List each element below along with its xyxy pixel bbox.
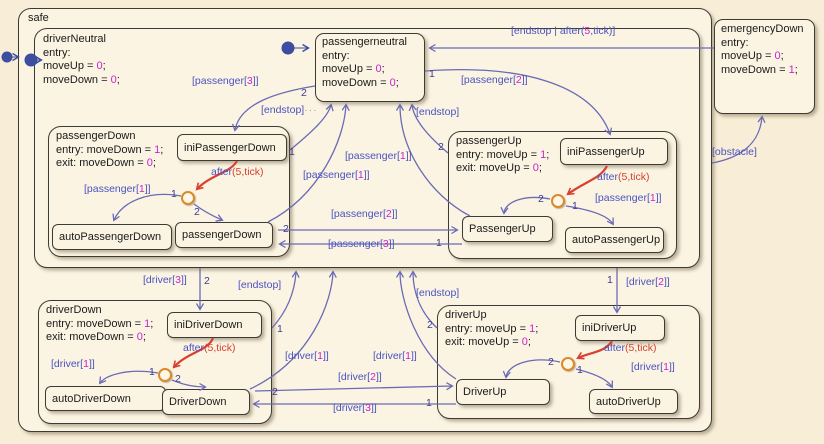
state-iniPassengerUp-title: iniPassengerUp (567, 145, 645, 158)
state-DriverDown[interactable]: DriverDown (162, 389, 250, 415)
state-driverDown-body: entry: moveDown = 1;exit: moveDown = 0; (46, 317, 154, 344)
state-emergencyDown-title: emergencyDown (721, 23, 804, 35)
state-autoDriverUp[interactable]: autoDriverUp (589, 389, 678, 414)
state-iniDriverDown-title: iniDriverDown (174, 319, 243, 331)
state-passengerDown-body: entry: moveDown = 1;exit: moveDown = 0; (56, 143, 164, 170)
state-driverNeutral-title: driverNeutral (43, 33, 106, 45)
state-iniDriverDown[interactable]: iniDriverDown (167, 312, 262, 338)
state-passengerUp-title: passengerUp (456, 135, 522, 147)
state-DriverDown-title: DriverDown (169, 396, 227, 408)
state-passengerDown-title: passengerDown (56, 130, 136, 142)
state-iniPassengerUp[interactable]: iniPassengerUp (560, 138, 668, 165)
state-autoDriverUp-title: autoDriverUp (596, 395, 661, 408)
transition-obstacle[interactable] (711, 115, 766, 164)
state-passengerneutral-body: entry:moveUp = 0;moveDown = 0; (322, 49, 399, 89)
state-driverDown-title: driverDown (46, 304, 102, 316)
state-passengerDown-inner[interactable]: passengerDown (175, 222, 273, 248)
state-passengerUp-body: entry: moveUp = 1;exit: moveUp = 0; (456, 148, 550, 175)
state-PassengerUp[interactable]: PassengerUp (462, 216, 553, 242)
state-autoDriverDown-title: autoDriverDown (52, 392, 131, 405)
state-iniPassengerDown-title: iniPassengerDown (184, 141, 276, 154)
initial-dot-chart (1, 51, 13, 63)
state-safe-title: safe (28, 12, 49, 24)
state-DriverUp-title: DriverUp (463, 386, 507, 398)
state-autoPassengerUp[interactable]: autoPassengerUp (565, 227, 664, 253)
transition-label-obstacle[interactable]: [obstacle] (712, 146, 757, 158)
state-emergencyDown[interactable]: emergencyDown entry:moveUp = 0;moveDown … (714, 19, 815, 114)
state-driverUp-title: driverUp (445, 309, 487, 321)
state-autoPassengerDown[interactable]: autoPassengerDown (52, 224, 172, 250)
state-iniDriverUp-title: iniDriverUp (582, 322, 637, 334)
state-DriverUp[interactable]: DriverUp (456, 379, 550, 405)
state-emergencyDown-body: entry:moveUp = 0;moveDown = 1; (721, 36, 798, 76)
state-autoDriverDown[interactable]: autoDriverDown (45, 386, 166, 411)
state-autoPassengerDown-title: autoPassengerDown (59, 231, 162, 243)
junction-driverDown[interactable] (158, 368, 172, 382)
junction-passengerDown[interactable] (181, 191, 195, 205)
state-autoPassengerUp-title: autoPassengerUp (572, 234, 661, 246)
state-passengerDown-inner-title: passengerDown (182, 229, 262, 241)
state-driverUp-body: entry: moveUp = 1;exit: moveUp = 0; (445, 322, 539, 349)
state-driverNeutral-body: entry:moveUp = 0;moveDown = 0; (43, 46, 120, 86)
junction-passengerUp[interactable] (551, 194, 565, 208)
state-PassengerUp-title: PassengerUp (469, 223, 536, 235)
state-passengerneutral[interactable]: passengerneutral entry:moveUp = 0;moveDo… (315, 33, 425, 102)
state-iniPassengerDown[interactable]: iniPassengerDown (177, 134, 287, 161)
state-iniDriverUp[interactable]: iniDriverUp (575, 315, 665, 341)
state-passengerneutral-title: passengerneutral (322, 36, 408, 48)
junction-driverUp[interactable] (561, 357, 575, 371)
